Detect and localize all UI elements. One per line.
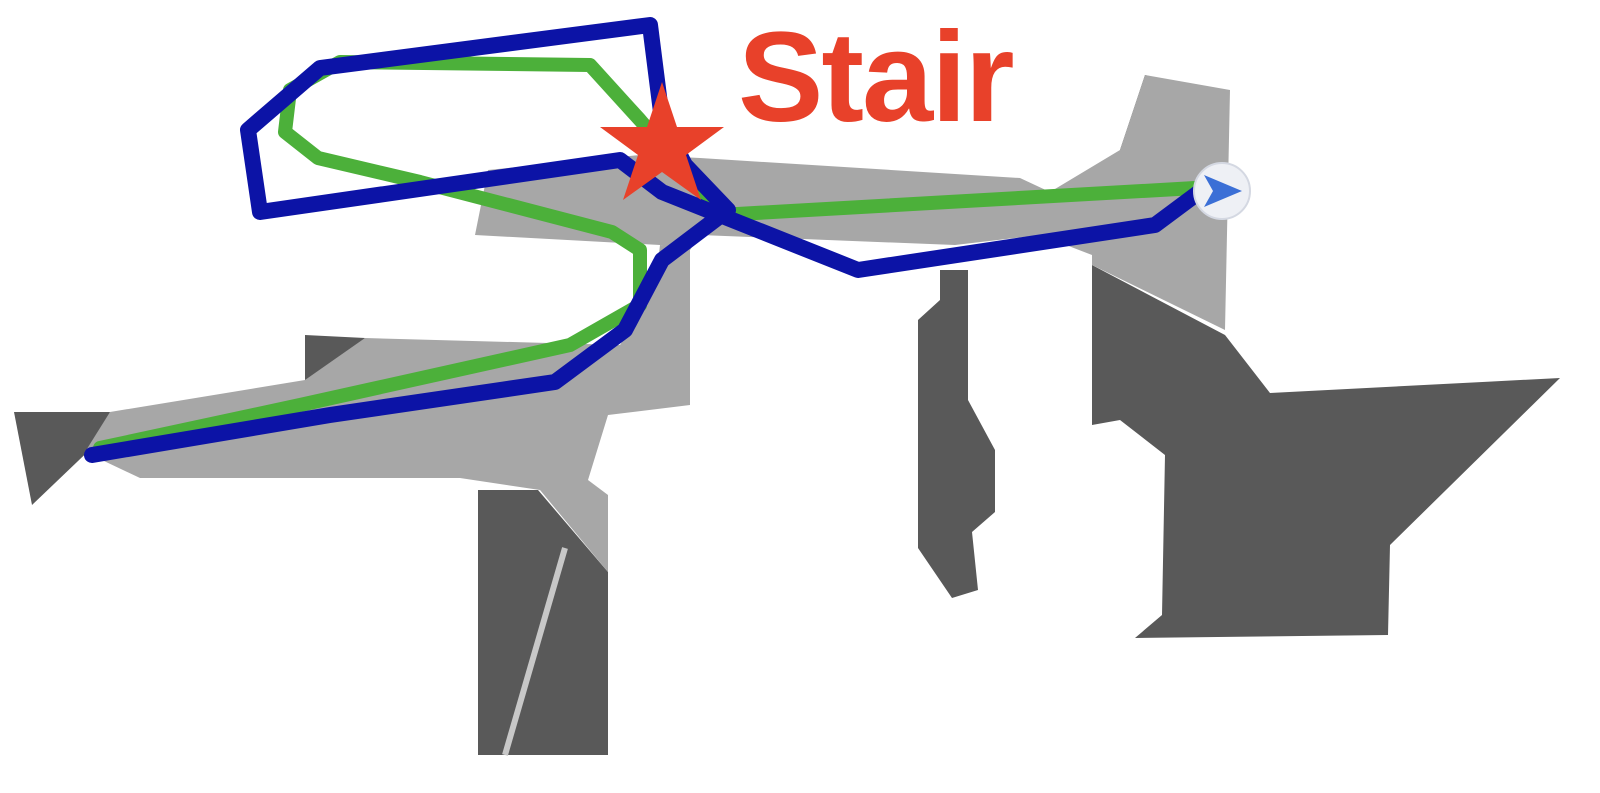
dark-region-left-wing: [14, 412, 110, 505]
star-icon: [600, 82, 724, 200]
agent-path: [84, 17, 1206, 463]
map-dark-regions: [14, 75, 1560, 755]
agent-marker[interactable]: [1193, 162, 1251, 220]
stair-label: Stair: [738, 6, 1015, 149]
dark-region-east-room: [1092, 265, 1560, 638]
dark-region-center-pillar: [918, 270, 995, 598]
south-corridor-stripe: [502, 547, 568, 756]
dark-region-left-corridor-top: [305, 335, 365, 380]
navigation-arrow-icon: [1204, 175, 1242, 207]
